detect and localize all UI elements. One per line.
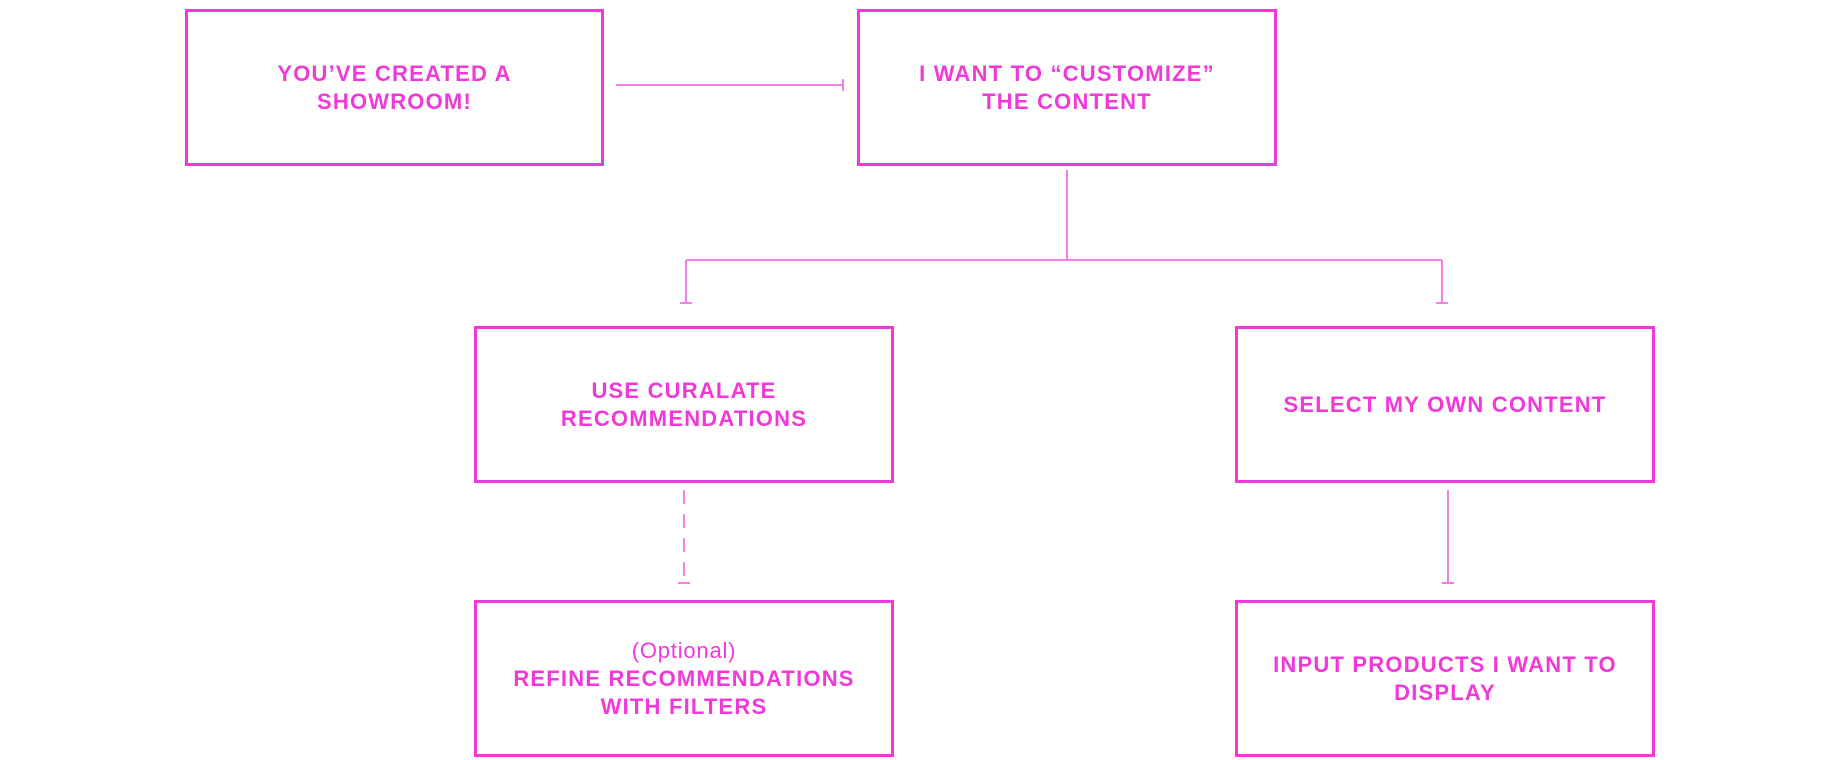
node-label-line: DISPLAY — [1394, 679, 1496, 705]
node-label-line: INPUT PRODUCTS I WANT TO — [1273, 651, 1617, 677]
node-label-line: REFINE RECOMMENDATIONS — [513, 665, 855, 691]
node-input-products: INPUT PRODUCTS I WANT TO DISPLAY — [1235, 600, 1655, 757]
node-showroom-created: YOU’VE CREATED A SHOWROOM! — [185, 9, 604, 166]
node-label-line: SELECT MY OWN CONTENT — [1283, 391, 1607, 417]
node-refine-recommendations: (Optional) REFINE RECOMMENDATIONS WITH F… — [474, 600, 894, 757]
node-curalate-recommendations: USE CURALATE RECOMMENDATIONS — [474, 326, 894, 483]
node-customize-content: I WANT TO “CUSTOMIZE” THE CONTENT — [857, 9, 1277, 166]
node-optional-note: (Optional) — [631, 637, 737, 663]
node-select-own-content: SELECT MY OWN CONTENT — [1235, 326, 1655, 483]
node-label-line: YOU’VE CREATED A — [277, 60, 512, 86]
node-label-line: USE CURALATE — [591, 377, 777, 403]
node-label-line: I WANT TO “CUSTOMIZE” — [919, 60, 1215, 86]
node-label-line: WITH FILTERS — [600, 693, 768, 719]
node-label-line: SHOWROOM! — [316, 88, 472, 114]
node-label-line: THE CONTENT — [982, 88, 1152, 114]
node-label-line: RECOMMENDATIONS — [560, 405, 808, 431]
